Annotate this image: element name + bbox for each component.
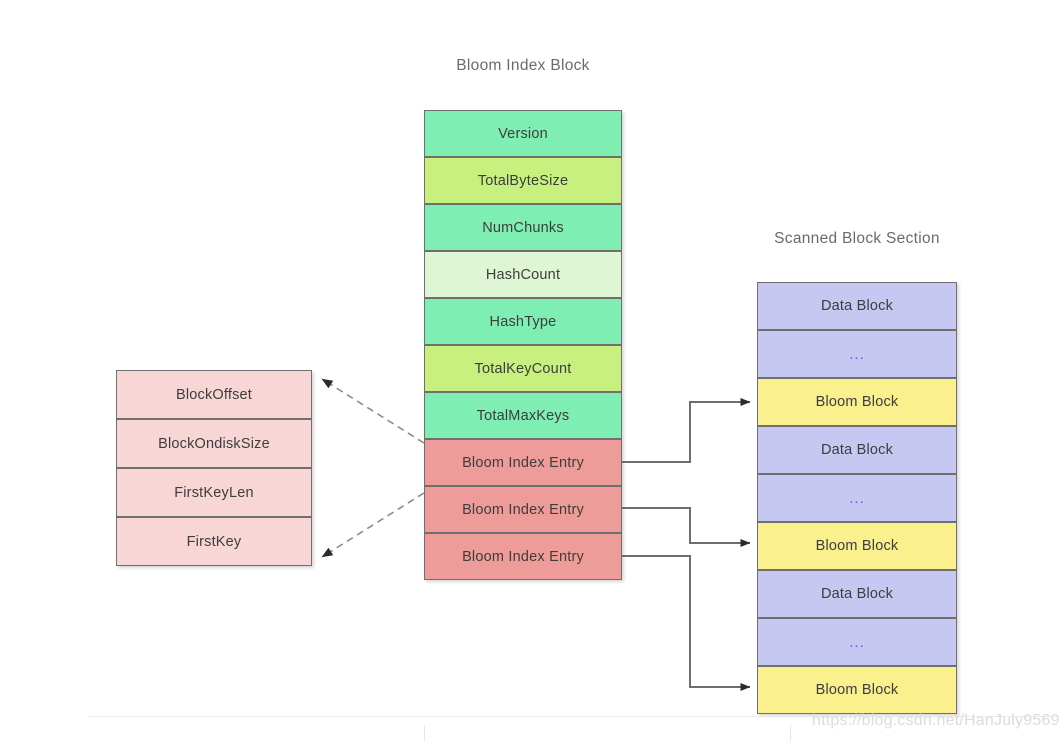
bloom-index-block-stack: Version TotalByteSize NumChunks HashCoun…: [424, 110, 622, 580]
baseline-rule: [88, 716, 1059, 717]
bloom-index-row-entry-2[interactable]: Bloom Index Entry: [424, 486, 622, 533]
bloom-index-row-totalbytesize[interactable]: TotalByteSize: [424, 157, 622, 204]
bloom-index-row-label: HashCount: [485, 266, 561, 283]
solid-connector-entry2-to-bloom2: [622, 507, 751, 547]
bloom-index-row-label: Bloom Index Entry: [462, 454, 584, 471]
scanned-block-row-bloom-3[interactable]: Bloom Block: [757, 666, 957, 714]
bloom-index-row-numchunks[interactable]: NumChunks: [424, 204, 622, 251]
bloom-index-row-label: Bloom Index Entry: [462, 501, 584, 518]
entry-detail-row-blockoffset[interactable]: BlockOffset: [116, 370, 312, 419]
scanned-block-row-label: ...: [849, 345, 865, 363]
entry-detail-row-blockondisksize[interactable]: BlockOndiskSize: [116, 419, 312, 468]
scanned-block-row-data-2[interactable]: Data Block: [757, 426, 957, 474]
scanned-block-row-data-1[interactable]: Data Block: [757, 282, 957, 330]
baseline-tick-left: [424, 725, 425, 741]
solid-connector-entry1-to-bloom1: [622, 398, 751, 463]
watermark-text: https://blog.csdn.net/HanJuly9569: [812, 712, 1059, 729]
scanned-block-row-label: Data Block: [820, 298, 894, 314]
entry-detail-row-label: BlockOffset: [175, 386, 253, 403]
scanned-block-row-ellipsis-2: ...: [757, 474, 957, 522]
scanned-block-row-label: Bloom Block: [815, 394, 899, 410]
entry-detail-row-label: BlockOndiskSize: [158, 435, 270, 452]
entry-detail-row-firstkeylen[interactable]: FirstKeyLen: [116, 468, 312, 517]
bloom-index-row-label: Version: [498, 125, 548, 142]
baseline-tick-right: [790, 725, 791, 741]
bloom-index-row-label: TotalMaxKeys: [476, 407, 570, 424]
scanned-block-row-label: ...: [849, 633, 865, 651]
scanned-block-row-label: ...: [849, 489, 865, 507]
entry-detail-stack: BlockOffset BlockOndiskSize FirstKeyLen …: [116, 370, 312, 566]
bloom-index-row-version[interactable]: Version: [424, 110, 622, 157]
dashed-connector-bottom: [321, 492, 425, 558]
scanned-block-row-ellipsis-1: ...: [757, 330, 957, 378]
dashed-connector-top: [321, 378, 425, 444]
bloom-index-block-title: Bloom Index Block: [456, 57, 590, 74]
scanned-block-row-label: Bloom Block: [815, 538, 899, 554]
scanned-block-row-label: Bloom Block: [815, 682, 899, 698]
bloom-index-row-label: TotalKeyCount: [474, 360, 572, 377]
scanned-block-row-bloom-2[interactable]: Bloom Block: [757, 522, 957, 570]
scanned-block-row-bloom-1[interactable]: Bloom Block: [757, 378, 957, 426]
entry-detail-row-firstkey[interactable]: FirstKey: [116, 517, 312, 566]
entry-detail-row-label: FirstKeyLen: [174, 484, 254, 501]
bloom-index-row-entry-1[interactable]: Bloom Index Entry: [424, 439, 622, 486]
scanned-block-section-title: Scanned Block Section: [774, 230, 940, 247]
bloom-index-row-hashcount[interactable]: HashCount: [424, 251, 622, 298]
bloom-index-row-label: TotalByteSize: [477, 172, 569, 189]
scanned-block-stack: Data Block ... Bloom Block Data Block ..…: [757, 282, 957, 714]
bloom-index-row-totalmaxkeys[interactable]: TotalMaxKeys: [424, 392, 622, 439]
bloom-index-row-label: NumChunks: [482, 219, 564, 236]
bloom-index-row-hashtype[interactable]: HashType: [424, 298, 622, 345]
scanned-block-row-label: Data Block: [820, 586, 894, 602]
scanned-block-row-data-3[interactable]: Data Block: [757, 570, 957, 618]
entry-detail-row-label: FirstKey: [186, 533, 242, 550]
bloom-index-row-label: HashType: [489, 313, 557, 330]
bloom-index-row-label: Bloom Index Entry: [462, 548, 584, 565]
scanned-block-row-ellipsis-3: ...: [757, 618, 957, 666]
bloom-index-row-entry-3[interactable]: Bloom Index Entry: [424, 533, 622, 580]
bloom-index-row-totalkeycount[interactable]: TotalKeyCount: [424, 345, 622, 392]
scanned-block-row-label: Data Block: [820, 442, 894, 458]
solid-connector-entry3-to-bloom3: [622, 555, 751, 691]
